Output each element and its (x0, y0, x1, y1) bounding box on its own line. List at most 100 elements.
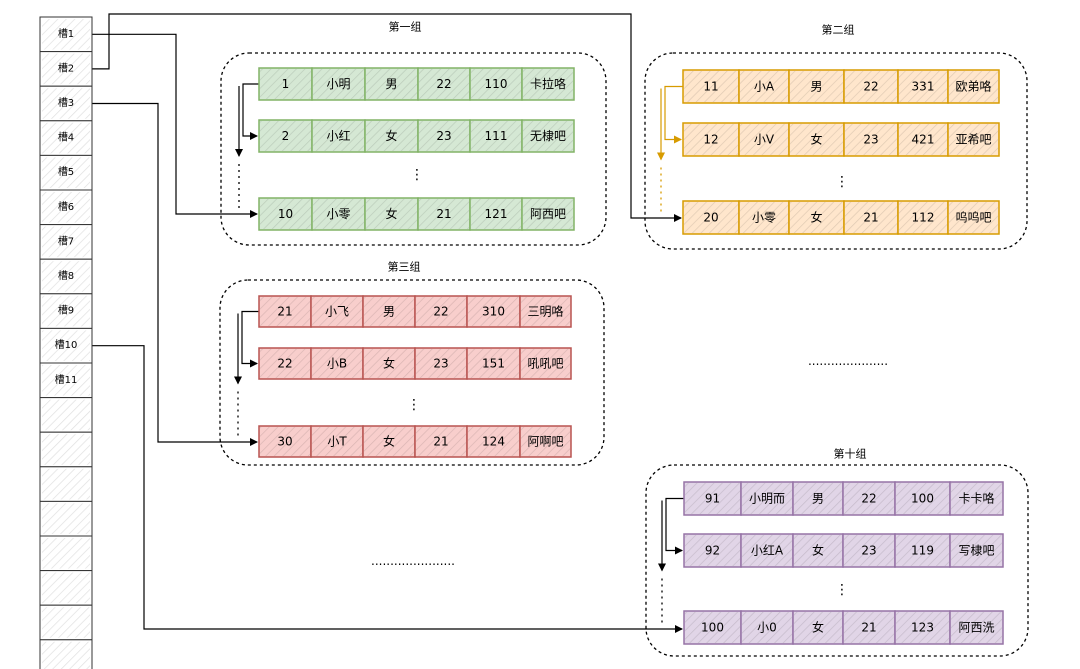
record-cell-hatch (685, 535, 740, 566)
record-value: 21 (433, 435, 448, 449)
record-value: 21 (436, 207, 451, 221)
record-row (258, 119, 575, 153)
record-value: 331 (912, 80, 935, 94)
record-cell-hatch (260, 349, 310, 378)
record-row (682, 122, 1000, 157)
record-value: 女 (385, 128, 397, 143)
record-cell-hatch (366, 199, 417, 229)
record-value: 男 (812, 492, 824, 506)
record-cell-hatch (523, 69, 573, 99)
record-cell-hatch (844, 483, 894, 514)
record-cell-hatch (468, 427, 519, 456)
more-groups-ellipsis: ..................... (808, 354, 888, 368)
record-value: 92 (705, 544, 720, 558)
group-g3 (219, 279, 605, 466)
slot-connector (92, 345, 683, 633)
record-cell-hatch (949, 124, 998, 155)
record-cell-hatch (312, 349, 362, 378)
record-cell-hatch (794, 535, 842, 566)
record-value: 小B (327, 357, 347, 371)
slot-hatch (42, 261, 90, 292)
record-value: 20 (703, 211, 718, 225)
record-value: 119 (911, 544, 934, 558)
record-value: 123 (911, 621, 934, 635)
record-value: 小飞 (325, 305, 349, 319)
record-value: 21 (861, 621, 876, 635)
record-cell-hatch (684, 71, 738, 102)
record-cell-hatch (845, 124, 897, 155)
record-value: 小A (754, 80, 775, 94)
record-row (683, 481, 1004, 516)
record-cell-hatch (951, 535, 1002, 566)
slot-hatch (42, 365, 90, 396)
record-value: 无棣吧 (530, 128, 566, 143)
record-value: 女 (810, 132, 822, 147)
record-cell-hatch (844, 612, 894, 643)
slot-label: 槽2 (58, 61, 74, 74)
record-row (258, 67, 575, 101)
slot-hatch (42, 434, 90, 465)
record-value: 小V (754, 133, 775, 147)
record-cell-hatch (312, 427, 362, 456)
slot-hatch (42, 607, 90, 638)
record-cell-hatch (364, 349, 414, 378)
record-cell-hatch (844, 535, 894, 566)
slot-connector (92, 33, 258, 218)
record-value: 女 (812, 543, 824, 558)
record-row (683, 610, 1004, 645)
record-value: 小0 (757, 621, 777, 635)
group-g10 (645, 464, 1029, 657)
record-value: 写棣吧 (958, 543, 994, 558)
record-value: 310 (482, 305, 505, 319)
record-cell-hatch (416, 349, 466, 378)
record-value: 22 (277, 357, 292, 371)
record-cell-hatch (366, 121, 417, 151)
record-value: 卡拉咯 (530, 76, 566, 91)
slot-label: 槽11 (55, 373, 78, 386)
record-cell-hatch (366, 69, 417, 99)
record-value: 30 (277, 435, 292, 449)
record-cell-hatch (419, 199, 469, 229)
record-cell-hatch (742, 535, 792, 566)
record-cell-hatch (521, 297, 570, 326)
record-value: 22 (433, 305, 448, 319)
record-value: 23 (863, 133, 878, 147)
record-value: 女 (383, 356, 395, 371)
slot-label: 槽9 (58, 304, 74, 317)
slot-hatch (42, 468, 90, 500)
record-value: 小明而 (749, 492, 785, 506)
slot-label: 槽1 (58, 27, 74, 40)
slot-hatch (42, 122, 90, 154)
record-cell-hatch (790, 202, 843, 233)
record-value: 112 (912, 211, 935, 225)
record-cell-hatch (471, 199, 521, 229)
row-ellipsis: ⋮ (835, 582, 849, 598)
record-cell-hatch (416, 297, 466, 326)
record-value: 12 (703, 133, 718, 147)
record-cell-hatch (419, 121, 469, 151)
record-value: 男 (383, 305, 395, 319)
record-cell-hatch (260, 427, 310, 456)
record-cell-hatch (742, 483, 792, 514)
group-container (219, 279, 605, 466)
record-value: 阿啊吧 (527, 435, 563, 449)
record-value: 91 (705, 492, 720, 506)
record-cell-hatch (951, 612, 1002, 643)
record-value: 卡卡咯 (958, 491, 994, 506)
slot-hatch (42, 192, 90, 223)
record-value: 121 (485, 207, 508, 221)
record-value: 男 (810, 80, 822, 94)
group-title: 第一组 (389, 20, 422, 34)
next-pointer (241, 310, 259, 368)
slot-hatch (42, 226, 90, 258)
more-groups-ellipsis: ...................... (371, 554, 455, 568)
record-cell-hatch (364, 297, 414, 326)
record-value: 阿西吧 (530, 207, 566, 221)
slot-label: 槽8 (58, 269, 74, 282)
record-value: 110 (485, 77, 508, 91)
record-value: 22 (436, 77, 451, 91)
record-value: 1 (282, 77, 290, 91)
record-cell-hatch (899, 71, 947, 102)
record-cell-hatch (260, 69, 311, 99)
record-value: 女 (383, 434, 395, 449)
